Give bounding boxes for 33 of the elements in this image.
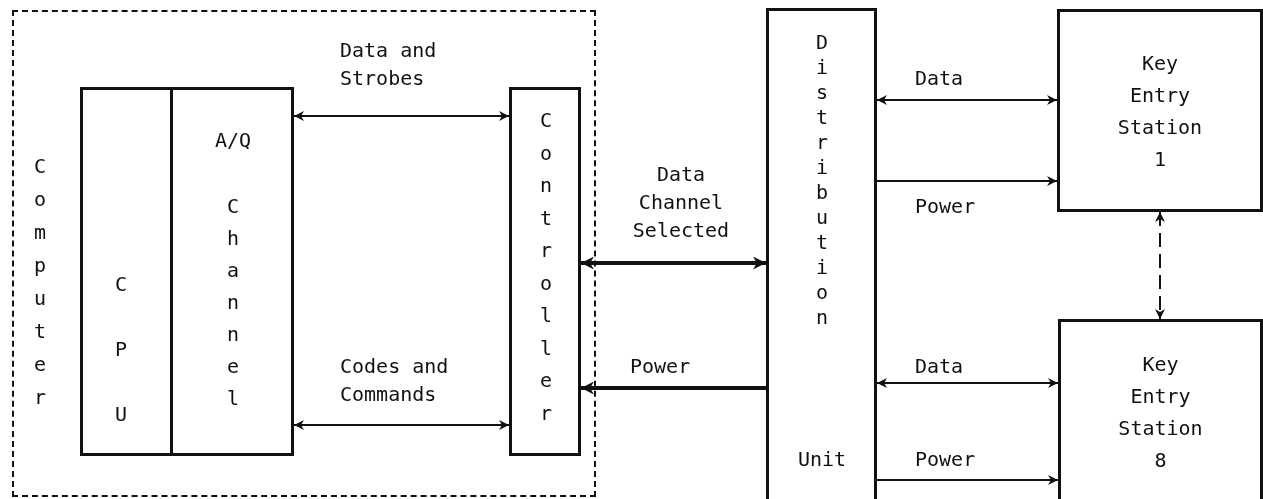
vertical-label: Computer	[32, 153, 47, 411]
arrow	[876, 475, 1059, 485]
node-label: Unit	[797, 447, 847, 471]
process-box	[509, 87, 581, 456]
node-label: Key Entry Station 8	[1117, 350, 1204, 474]
vertical-label: Channel	[225, 193, 240, 412]
edge-label: Codes and Commands	[340, 353, 450, 408]
arrow	[876, 95, 1058, 105]
arrow	[293, 111, 510, 121]
edge-label: Data	[915, 353, 965, 380]
node-label: A/Q	[214, 128, 252, 152]
process-box	[80, 87, 173, 456]
edge-label: Data	[915, 65, 965, 92]
edge-label: Data and Strobes	[340, 37, 438, 92]
process-box	[1058, 319, 1263, 499]
arrow	[1155, 211, 1165, 320]
arrow	[293, 420, 510, 430]
edge-label: Power	[915, 446, 977, 473]
process-box	[170, 87, 294, 456]
edge-label: Power	[915, 193, 977, 220]
system-boundary	[12, 10, 596, 497]
vertical-label: CPU	[113, 271, 128, 428]
arrow	[876, 378, 1059, 388]
vertical-label: Distribution	[814, 30, 829, 330]
arrow	[581, 256, 766, 270]
process-box	[766, 8, 877, 499]
vertical-label: Controller	[538, 107, 553, 427]
edge-label: Data Channel Selected	[631, 161, 731, 244]
process-box	[1057, 9, 1263, 212]
arrow	[581, 381, 766, 395]
node-label: Key Entry Station 1	[1116, 49, 1204, 173]
edge-label: Power	[630, 353, 692, 380]
arrow	[876, 176, 1058, 186]
